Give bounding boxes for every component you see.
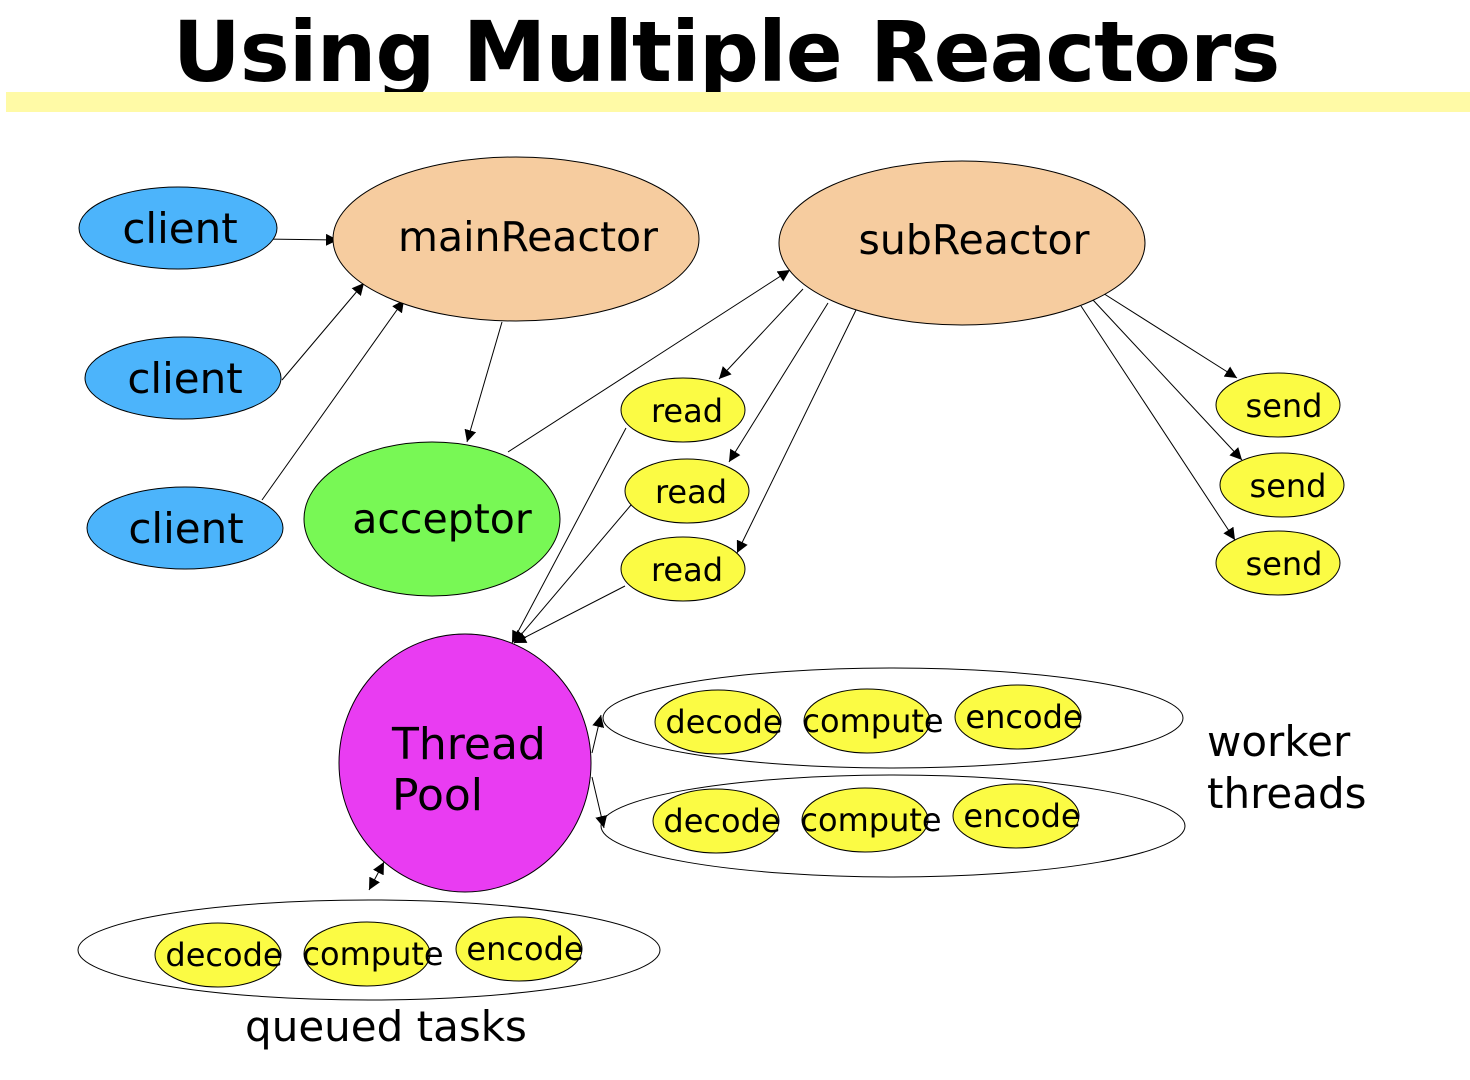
arrow-sub-send2 [1092, 299, 1243, 461]
send-node: send [1219, 452, 1345, 518]
worker-thread-group-2 [600, 774, 1186, 878]
worker-task-label: encode [963, 797, 1080, 835]
worker-task-label: decode [663, 802, 780, 840]
thread-pool-label-line2: Pool [392, 770, 483, 821]
arrow-main-acceptor [464, 321, 503, 443]
arrow-sub-read3 [736, 309, 857, 554]
worker-task-node: compute [802, 688, 944, 754]
worker-task-node: encode [952, 783, 1081, 849]
worker-task-label: compute [800, 801, 941, 839]
thread-pool-node: Thread Pool [338, 633, 592, 893]
sub-reactor-label: subReactor [859, 216, 1090, 264]
worker-task-node: decode [652, 788, 781, 854]
acceptor-label: acceptor [352, 495, 532, 543]
arrow-sub-read2 [728, 302, 829, 463]
arrow-sub-read1 [718, 288, 804, 380]
worker-task-label: encode [965, 698, 1082, 736]
arrow-pool-worker2 [591, 776, 608, 829]
send-node: send [1215, 372, 1341, 438]
client-label: client [128, 504, 243, 553]
queued-task-node: decode [154, 922, 283, 988]
arrow-client1-main [261, 233, 339, 246]
client-label: client [127, 354, 242, 403]
arrow-sub-send1 [1097, 289, 1238, 379]
queued-tasks-label: queued tasks [245, 1002, 527, 1051]
arrow-sub-send3 [1080, 305, 1236, 541]
read-node: read [624, 458, 750, 524]
worker-task-node: encode [954, 684, 1083, 750]
title-underline [6, 92, 1470, 112]
arrow-client2-main [281, 282, 365, 381]
arrow-pool-queue [368, 861, 385, 891]
client-node: client [86, 486, 284, 570]
client-node: client [78, 186, 278, 270]
client-label: client [122, 204, 237, 253]
connectors [261, 233, 1243, 891]
worker-task-node: compute [800, 787, 942, 853]
worker-thread-group-1 [602, 667, 1184, 769]
main-reactor-label: mainReactor [398, 213, 658, 261]
worker-threads-label-line2: threads [1207, 769, 1367, 818]
client-node: client [84, 336, 282, 420]
arrow-pool-worker1 [591, 714, 605, 754]
arrow-acceptor-sub [507, 269, 791, 453]
worker-threads-label-line1: worker [1207, 717, 1351, 766]
send-label: send [1246, 545, 1323, 583]
acceptor-node: acceptor [303, 441, 561, 597]
send-label: send [1246, 387, 1323, 425]
page-title: Using Multiple Reactors [172, 3, 1281, 101]
thread-pool-label-line1: Thread [391, 719, 546, 770]
main-reactor-node: mainReactor [332, 156, 700, 322]
queued-task-label: decode [165, 936, 282, 974]
arrow-client3-main [261, 299, 405, 501]
worker-task-label: compute [802, 702, 943, 740]
queued-task-node: encode [455, 916, 584, 982]
queued-task-node: compute [302, 921, 444, 987]
read-node: read [620, 377, 746, 443]
queued-tasks-group [77, 899, 661, 1001]
read-node: read [620, 536, 746, 602]
arrow-read2-pool [513, 504, 632, 644]
send-label: send [1250, 467, 1327, 505]
read-label: read [655, 473, 727, 511]
read-label: read [651, 392, 723, 430]
queued-task-label: encode [466, 930, 583, 968]
worker-task-label: decode [665, 703, 782, 741]
arrow-read3-pool [513, 585, 626, 644]
worker-task-node: decode [654, 689, 783, 755]
read-label: read [651, 551, 723, 589]
queued-task-label: compute [302, 935, 443, 973]
send-node: send [1215, 530, 1341, 596]
arrow-read1-pool [511, 427, 627, 644]
sub-reactor-node: subReactor [778, 160, 1146, 326]
